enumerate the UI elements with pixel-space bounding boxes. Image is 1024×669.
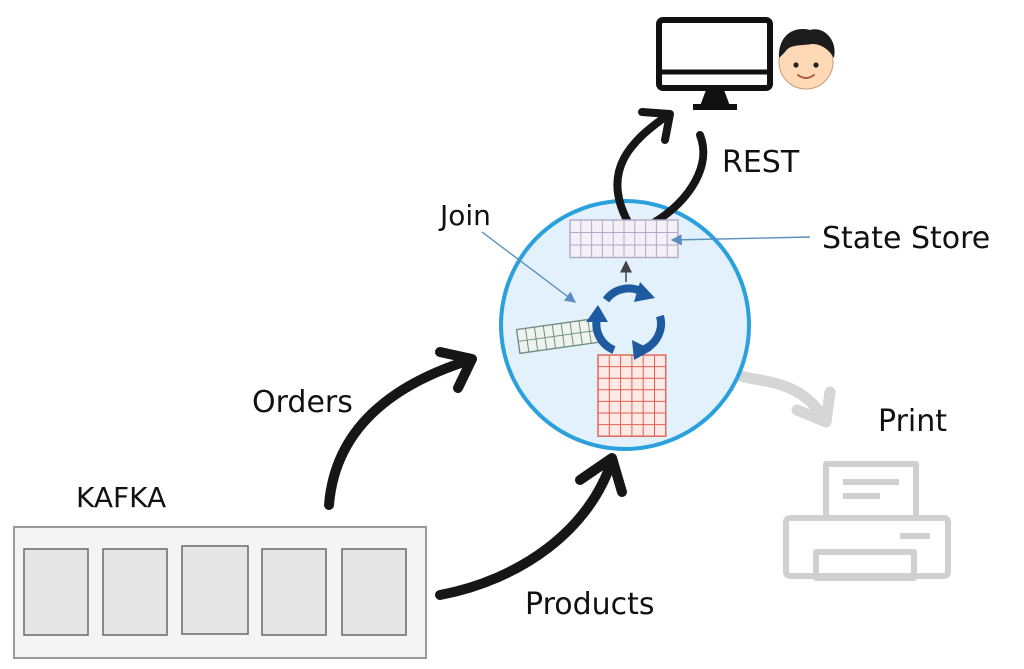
products-arrow [435, 453, 627, 600]
kafka-partition [181, 545, 249, 635]
circular-arrows-icon [586, 282, 665, 360]
user-face-icon [778, 29, 835, 90]
kafka-partition [261, 548, 327, 636]
kafka-partition [341, 548, 407, 636]
products-label: Products [525, 587, 655, 622]
kafka-label: KAFKA [76, 481, 166, 514]
orders-stream-grid [515, 317, 601, 355]
join-label: Join [438, 199, 491, 232]
orders-label: Orders [252, 385, 353, 420]
kafka-partition [23, 548, 89, 636]
rest-arrow [613, 108, 708, 226]
printer-icon [783, 461, 951, 581]
state-store-leader-line [670, 234, 811, 246]
print-label: Print [878, 404, 947, 439]
kafka-partition [102, 548, 168, 636]
kafka-topic-box [13, 526, 427, 659]
products-table-grid [597, 354, 667, 437]
stream-processor-circle [499, 199, 751, 451]
state-store-grid [569, 219, 679, 259]
rest-label: REST [722, 145, 800, 180]
join-leader-line [481, 231, 577, 303]
orders-arrow [324, 347, 477, 510]
desktop-monitor-icon [656, 17, 773, 110]
state-store-label: State Store [822, 221, 990, 256]
